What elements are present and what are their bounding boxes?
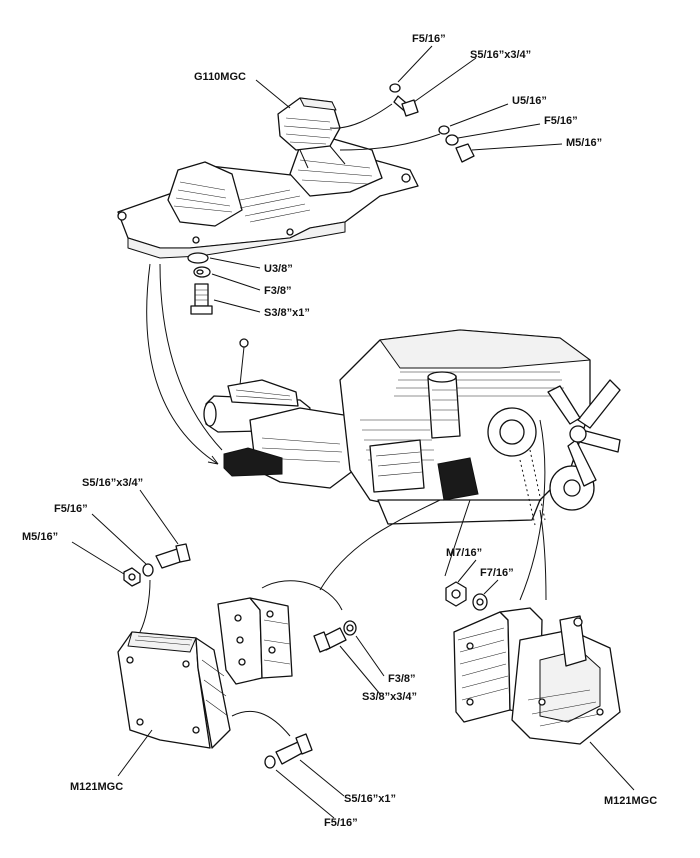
label-top-nut: M5/16” [566,137,602,149]
label-bracket-screw: S3/8”x3/4” [362,691,417,703]
label-top-u-washer: U5/16” [512,95,547,107]
label-crossmember-screw: S3/8”x1” [264,307,310,319]
label-right-flat-washer: F7/16” [480,567,514,579]
guide-lines [146,263,547,601]
left-mount-bracket [217,580,343,685]
label-left-engine-mount: M121MGC [70,781,123,793]
label-top-flat-washer: F5/16” [412,33,446,45]
label-crossmember-u-washer: U3/8” [264,263,293,275]
left-fasteners [123,543,191,633]
top-fasteners [329,83,475,163]
label-top-flat-washer-2: F5/16” [544,115,578,127]
label-bracket-flat-washer: F3/8” [388,673,416,685]
label-top-screw: S5/16”x3/4” [470,49,531,61]
label-crossmember-flat-washer: F3/8” [264,285,292,297]
gearbox-crossmember [117,137,419,259]
label-g110mgc: G110MGC [194,71,246,83]
label-bottom-flat-washer: F5/16” [324,817,358,829]
label-right-engine-mount: M121MGC [604,795,657,807]
bracket-fasteners [313,620,357,653]
engine-gearbox-assembly [203,329,621,526]
bottom-fasteners [231,710,313,769]
label-left-flat-washer: F5/16” [54,503,88,515]
leader-lines [71,45,635,819]
right-engine-mount [453,607,621,745]
label-left-nut: M5/16” [22,531,58,543]
gearbox-rubber-mount [277,97,346,169]
part-labels: G110MGC F5/16” S5/16”x3/4” U5/16” F5/16”… [22,33,657,829]
left-engine-mount [117,631,231,749]
right-fasteners [445,581,488,611]
label-right-nut: M7/16” [446,547,482,559]
label-bottom-screw: S5/16”x1” [344,793,396,805]
label-left-screw: S5/16”x3/4” [82,477,143,489]
crossmember-fasteners [187,252,213,315]
